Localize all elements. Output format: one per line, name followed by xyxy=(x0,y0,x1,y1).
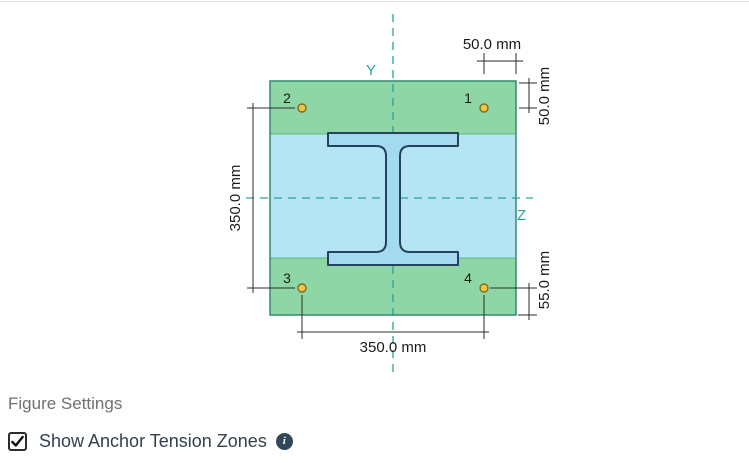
figure-settings-section: Figure Settings Show Anchor Tension Zone… xyxy=(8,392,728,453)
anchor-point-4: 4 xyxy=(464,270,489,293)
dim-label: 350.0 mm xyxy=(227,165,244,232)
anchor-dot xyxy=(297,283,307,293)
anchor-point-1: 1 xyxy=(464,90,489,113)
dim-label: 50.0 mm xyxy=(463,36,521,53)
info-icon[interactable]: i xyxy=(275,432,293,450)
y-axis-label: Y xyxy=(366,62,376,79)
base-plate-diagram: Y Z 50.0 mm 50.0 mm 350.0 mm 55.0 mm 350… xyxy=(227,14,553,378)
show-anchor-tension-zones-row[interactable]: Show Anchor Tension Zones i xyxy=(8,429,728,453)
anchor-dot xyxy=(479,283,489,293)
z-axis-label: Z xyxy=(517,207,526,224)
dim-label: 50.0 mm xyxy=(536,67,553,125)
dimension-bottom-anchor-spacing: 350.0 mm xyxy=(297,295,489,356)
figure-settings-heading: Figure Settings xyxy=(8,394,123,413)
dimension-right-top-offset: 50.0 mm xyxy=(519,67,553,125)
top-divider xyxy=(0,1,749,2)
show-anchor-tension-zones-label[interactable]: Show Anchor Tension Zones xyxy=(39,431,267,451)
anchor-label: 4 xyxy=(464,270,472,286)
dim-label: 55.0 mm xyxy=(536,251,553,309)
anchor-dot xyxy=(297,103,307,113)
anchor-dot xyxy=(479,103,489,113)
dimension-right-bottom-offset: 55.0 mm xyxy=(490,251,553,320)
anchor-point-2: 2 xyxy=(283,90,307,113)
check-icon xyxy=(11,435,24,447)
anchor-point-3: 3 xyxy=(283,270,307,293)
anchor-label: 2 xyxy=(283,90,291,106)
show-anchor-tension-zones-checkbox[interactable] xyxy=(8,431,27,451)
anchor-label: 3 xyxy=(283,270,291,286)
anchor-label: 1 xyxy=(464,90,472,106)
dim-label: 350.0 mm xyxy=(360,339,427,356)
dimension-top-offset: 50.0 mm xyxy=(463,36,523,74)
steel-i-section xyxy=(327,132,459,266)
dimension-left-anchor-spacing: 350.0 mm xyxy=(227,103,295,293)
